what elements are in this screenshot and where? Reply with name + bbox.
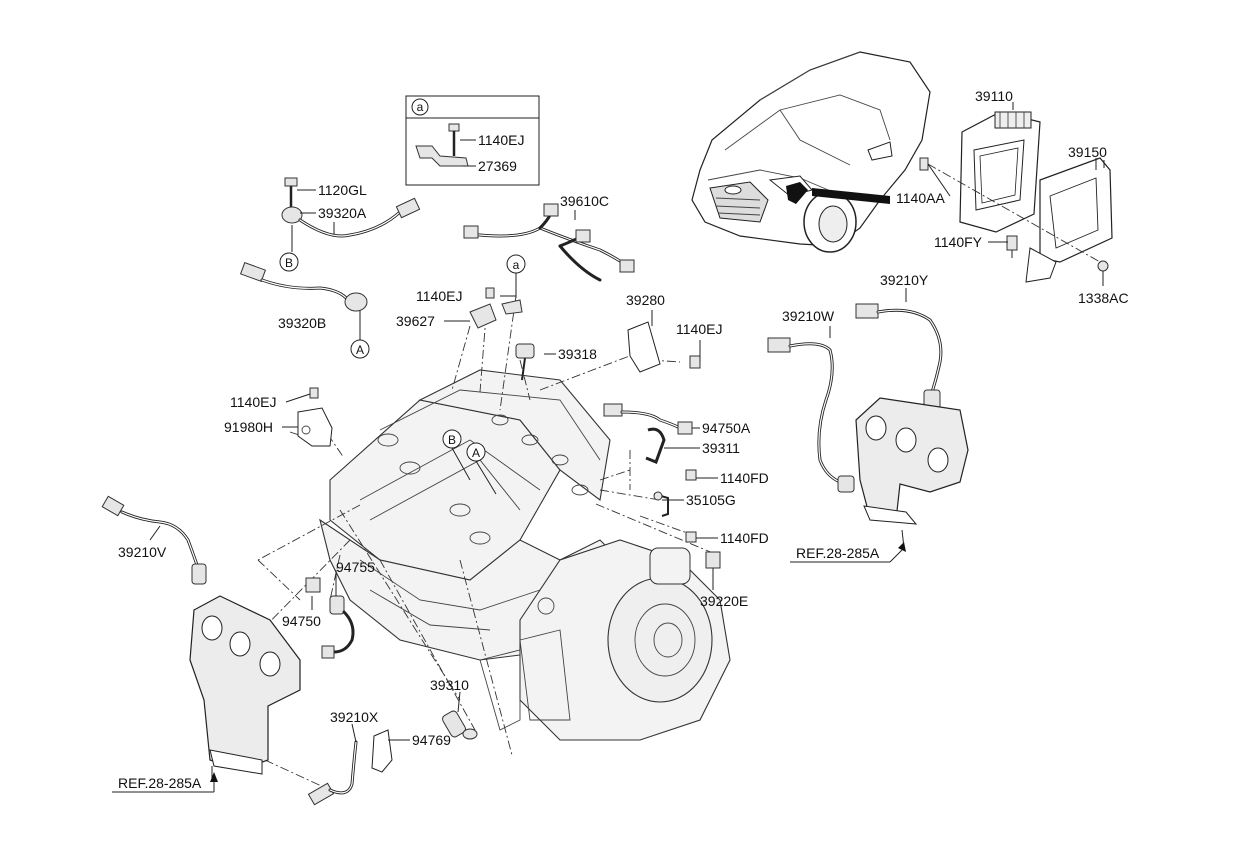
detail-callout-a — [411, 98, 429, 116]
ref-left-text: REF.28-285A — [118, 775, 202, 791]
label-39318: 39318 — [558, 346, 597, 362]
label-39150: 39150 — [1068, 144, 1107, 160]
label-39320a: 39320A — [318, 205, 367, 221]
sensor-39310 — [442, 710, 478, 740]
label-39210w: 39210W — [782, 308, 835, 324]
detail-callout-a-text: a — [417, 100, 424, 114]
label-1140ej-top: 1140EJ — [416, 288, 462, 304]
engine-callout-b-text: B — [448, 433, 456, 447]
ref-right-text: REF.28-285A — [796, 545, 880, 561]
knock-sensor-a — [281, 177, 421, 252]
label-39310: 39310 — [430, 677, 469, 693]
ecu-bracket — [1025, 157, 1113, 283]
label-1140aa: 1140AA — [896, 190, 945, 206]
bracket-39280 — [627, 321, 701, 373]
callout-markers: B A a B A — [279, 252, 526, 495]
part-labels: 1120GL 39320A 39320B 39610C 1140EJ 39627… — [118, 88, 1129, 748]
sensor-39318 — [515, 343, 535, 381]
label-91980h: 91980H — [224, 419, 273, 435]
label-35105g: 35105G — [686, 492, 736, 508]
oxygen-sensor-39210x — [307, 729, 393, 806]
callout-lower-a-text: a — [513, 258, 520, 272]
label-94769: 94769 — [412, 732, 451, 748]
label-leaders — [149, 102, 1105, 743]
sensor-94755 — [305, 577, 355, 659]
reference-right: REF.28-285A — [790, 542, 906, 563]
callout-a-circle — [350, 339, 370, 359]
label-1120gl: 1120GL — [318, 182, 367, 198]
car-illustration — [691, 51, 931, 253]
label-1338ac: 1338AC — [1078, 290, 1129, 306]
label-39210y: 39210Y — [880, 272, 929, 288]
callout-b-circle — [279, 252, 299, 272]
detail-label-1140ej: 1140EJ — [478, 132, 524, 148]
ecu-fasteners — [919, 157, 1109, 286]
detail-box: a 1140EJ 27369 — [405, 95, 540, 186]
sensor-94750a — [603, 403, 721, 569]
label-1140ej-left: 1140EJ — [230, 394, 276, 410]
callout-lower-a-circle — [506, 254, 526, 274]
leader-lines — [251, 295, 721, 791]
label-1140ej-right: 1140EJ — [676, 321, 722, 337]
callout-b-text: B — [285, 256, 293, 270]
label-39280: 39280 — [626, 292, 665, 308]
label-94750: 94750 — [282, 613, 321, 629]
label-1140fd-a: 1140FD — [720, 470, 769, 486]
label-39311: 39311 — [702, 440, 740, 456]
label-39220e: 39220E — [700, 593, 748, 609]
label-39210x: 39210X — [330, 709, 379, 725]
label-1140fy: 1140FY — [934, 234, 983, 250]
label-39110: 39110 — [975, 88, 1013, 104]
oxygen-sensor-39210w — [767, 337, 855, 493]
label-94755: 94755 — [336, 559, 375, 575]
label-39210v: 39210V — [118, 544, 167, 560]
oxygen-sensor-39210y — [855, 303, 943, 411]
knock-sensor-b — [239, 261, 368, 342]
ecu-module — [959, 102, 1041, 233]
callout-a-text: A — [356, 343, 364, 357]
label-1140fd-b: 1140FD — [720, 530, 769, 546]
engine-callout-a-text: A — [472, 446, 480, 460]
label-39610c: 39610C — [560, 193, 609, 209]
label-39320b: 39320B — [278, 315, 326, 331]
engine-assembly — [319, 369, 731, 741]
exhaust-manifold-right — [855, 397, 969, 549]
exhaust-manifold-left — [189, 595, 301, 782]
detail-label-27369: 27369 — [478, 158, 517, 174]
oxygen-sensor-39210v — [101, 495, 207, 585]
reference-left: REF.28-285A — [112, 772, 218, 793]
label-39627: 39627 — [396, 313, 435, 329]
wiring-harness-39610c — [463, 203, 635, 282]
label-94750a: 94750A — [702, 420, 751, 436]
bracket-91980h — [297, 387, 333, 447]
